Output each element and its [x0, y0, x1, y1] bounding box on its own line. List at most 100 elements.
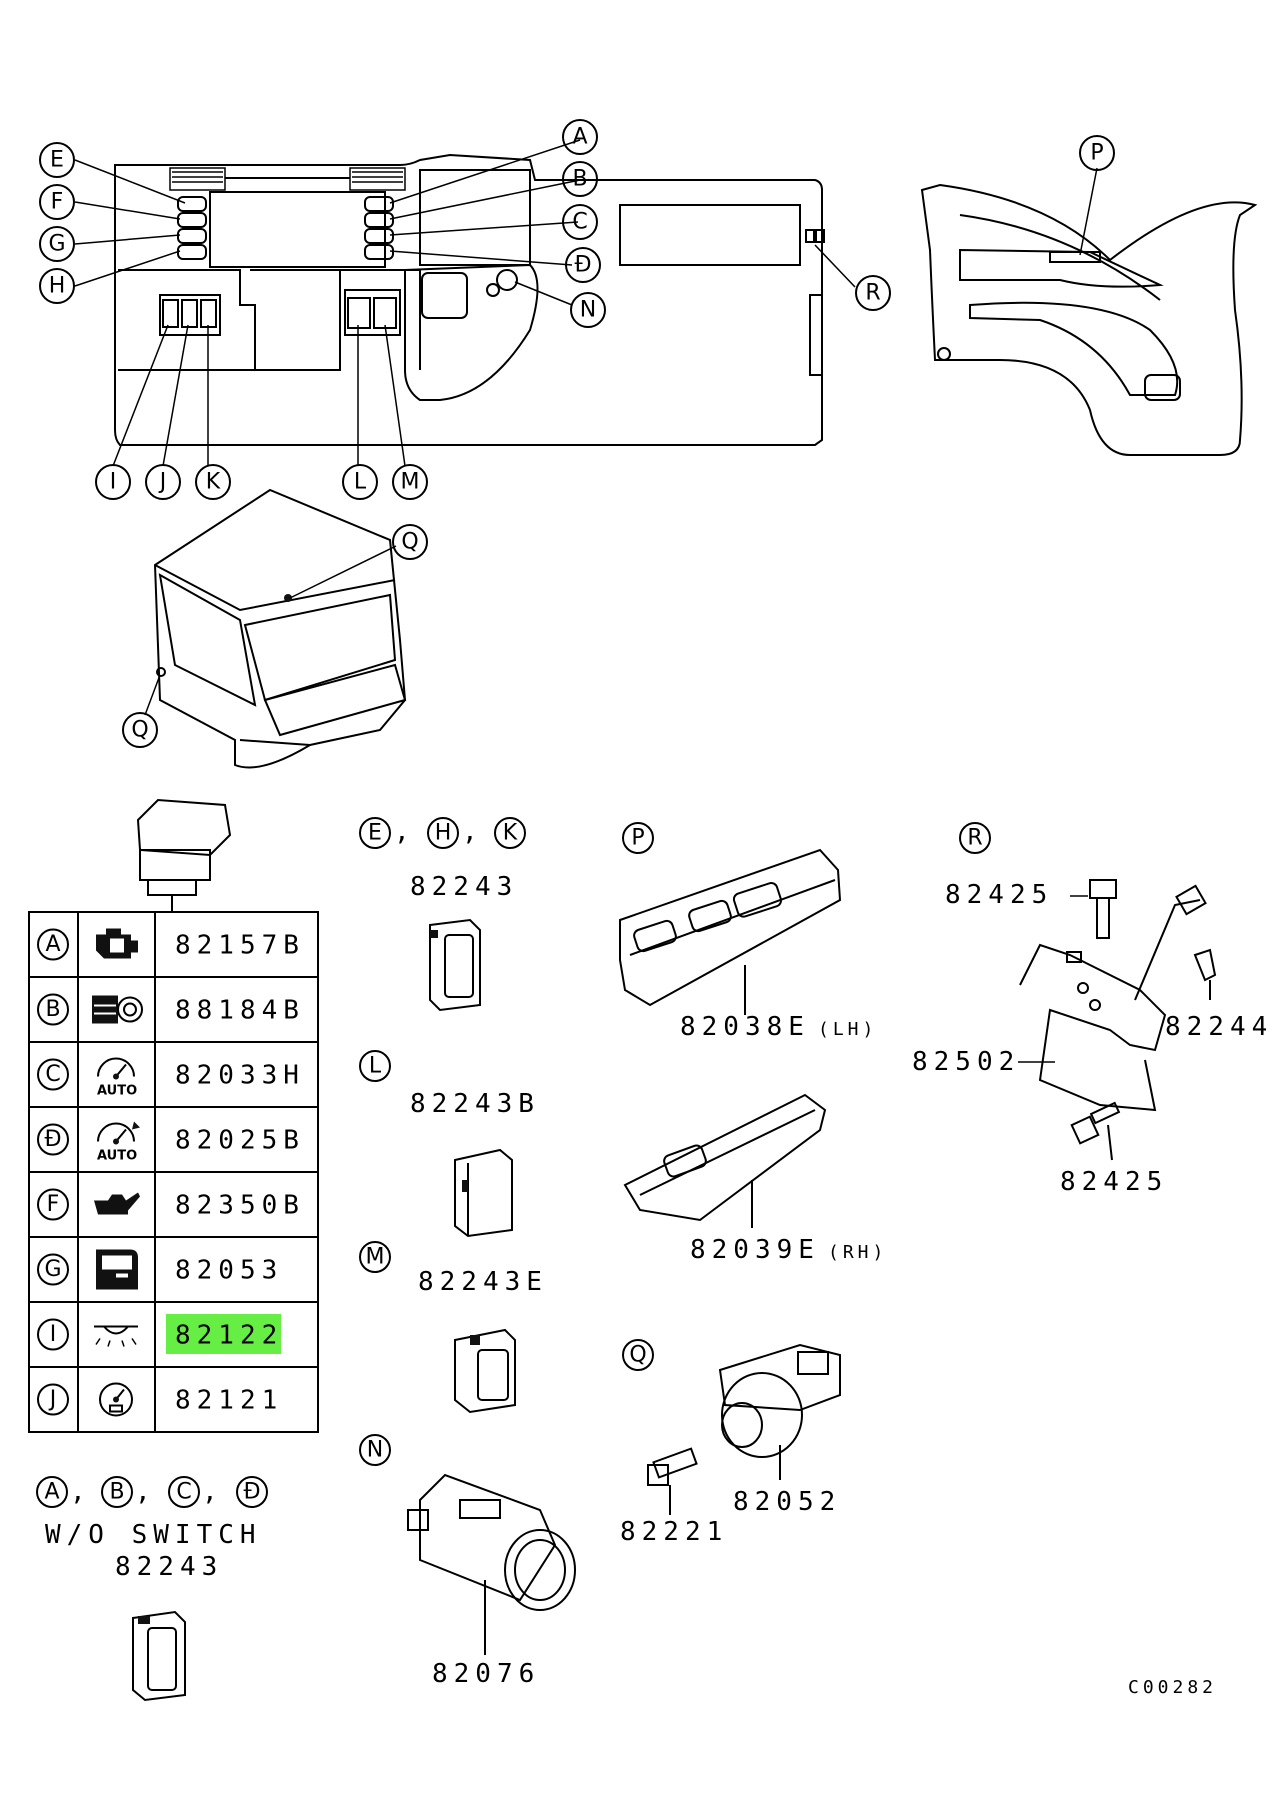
ref-letter: G	[44, 1257, 61, 1282]
svg-text:R: R	[865, 281, 880, 306]
part-82039E: 82039E	[690, 1235, 820, 1265]
group-m: M 82243E	[359, 1241, 548, 1414]
svg-text:P: P	[631, 826, 644, 851]
part-82076: 82076	[432, 1659, 540, 1689]
table-row: F 82350B	[29, 1171, 318, 1237]
ref-letter: A	[45, 932, 60, 957]
part-82502: 82502	[912, 1047, 1020, 1077]
cab-illustration	[144, 488, 407, 769]
callout-N: N	[570, 292, 606, 328]
part-number[interactable]: 82033H	[175, 1061, 305, 1091]
callout-K: K	[195, 464, 231, 500]
part-number[interactable]: 82350B	[175, 1191, 305, 1221]
svg-text:C: C	[176, 1480, 191, 1505]
svg-text:I: I	[110, 470, 117, 495]
svg-text:A: A	[44, 1480, 59, 1505]
svg-text:,: ,	[70, 1477, 92, 1507]
group-r: R 82425 82244 82502 82425	[912, 822, 1267, 1197]
ref-callout	[37, 993, 69, 1026]
svg-text:E: E	[50, 148, 64, 173]
callout-R: R	[855, 275, 891, 311]
svg-text:,: ,	[202, 1477, 224, 1507]
svg-text:J: J	[158, 470, 167, 495]
table-row: Đ AUTO 82025B	[29, 1106, 318, 1172]
room-lamp-icon	[94, 1325, 138, 1347]
svg-text:N: N	[580, 298, 596, 323]
ref-callout	[37, 1188, 69, 1221]
part-82425-bottom: 82425	[1060, 1167, 1168, 1197]
highlight-box	[166, 1314, 281, 1354]
svg-text:Q: Q	[131, 718, 148, 743]
svg-text:Q: Q	[401, 530, 418, 555]
table-row: I 82122	[29, 1301, 318, 1367]
svg-text:M: M	[366, 1245, 385, 1270]
callout-G: G	[39, 226, 75, 262]
svg-text:L: L	[369, 1054, 382, 1079]
table-row: J 82121	[29, 1366, 318, 1432]
callout-D: Đ	[565, 247, 601, 283]
part-82243E: 82243E	[418, 1267, 548, 1297]
ref-callout	[37, 1058, 69, 1091]
part-number[interactable]: 82121	[175, 1386, 283, 1416]
svg-text:M: M	[401, 470, 420, 495]
callout-L: L	[342, 464, 378, 500]
svg-text:Q: Q	[629, 1343, 646, 1368]
svg-text:,: ,	[394, 817, 416, 847]
auto-cruise-icon: AUTO	[97, 1057, 137, 1099]
wo-switch-note: W/O SWITCH	[45, 1520, 262, 1550]
svg-text:C: C	[572, 210, 587, 235]
part-82221: 82221	[620, 1517, 728, 1547]
label-rh: (RH)	[828, 1242, 887, 1263]
callout-C: C	[562, 204, 598, 240]
door-illustration	[920, 167, 1258, 456]
exhaust-brake-icon	[92, 995, 143, 1024]
door-icon	[96, 1249, 138, 1290]
svg-text:E: E	[368, 821, 382, 846]
ref-letter: I	[50, 1322, 57, 1347]
part-82243B: 82243B	[410, 1089, 540, 1119]
speedometer-icon	[99, 1382, 133, 1417]
part-82243-abcd: 82243	[115, 1552, 223, 1582]
auto-label: AUTO	[97, 1149, 137, 1164]
table-row: G 82053	[29, 1236, 318, 1302]
ref-callout	[37, 928, 69, 961]
part-82243-ehk: 82243	[410, 872, 518, 902]
ref-letter: B	[45, 997, 60, 1022]
svg-text:F: F	[51, 190, 64, 215]
callout-H: H	[39, 268, 75, 304]
svg-text:Đ: Đ	[574, 253, 591, 278]
svg-text:,: ,	[462, 817, 484, 847]
svg-text:B: B	[109, 1480, 124, 1505]
svg-text:R: R	[967, 826, 982, 851]
ref-letter: J	[48, 1387, 57, 1412]
group-p: P 82038E (LH) 82039E (RH)	[619, 822, 887, 1265]
svg-text:L: L	[354, 470, 367, 495]
svg-text:K: K	[503, 821, 518, 846]
diagram-code: C00282	[1128, 1677, 1217, 1698]
part-number[interactable]: 82025B	[175, 1126, 305, 1156]
part-82052: 82052	[733, 1487, 841, 1517]
part-number[interactable]: 82157B	[175, 931, 305, 961]
part-number[interactable]: 88184B	[175, 996, 305, 1026]
svg-text:H: H	[49, 274, 66, 299]
callout-M: M	[392, 464, 428, 500]
group-l: L 82243B	[359, 1050, 540, 1238]
svg-text:A: A	[572, 125, 587, 150]
label-lh: (LH)	[818, 1019, 877, 1040]
callout-I: I	[95, 464, 131, 500]
part-number[interactable]: 82053	[175, 1256, 283, 1286]
svg-text:H: H	[435, 821, 452, 846]
table-row: C AUTO 82033H	[29, 1041, 318, 1107]
ref-letter: Đ	[44, 1127, 61, 1152]
part-82425-top: 82425	[945, 880, 1053, 910]
part-number[interactable]: 82122	[175, 1321, 283, 1351]
callout-F: F	[39, 184, 75, 220]
ref-letter: C	[45, 1062, 60, 1087]
auto-cruise-set-icon: AUTO	[97, 1121, 140, 1164]
table-row: A 82157B	[37, 912, 305, 977]
ref-letter: F	[47, 1192, 60, 1217]
svg-text:N: N	[367, 1438, 383, 1463]
group-abcd: A , B , C , Đ W/O SWITCH 82243	[36, 1476, 268, 1702]
dashboard-illustration	[74, 139, 856, 467]
